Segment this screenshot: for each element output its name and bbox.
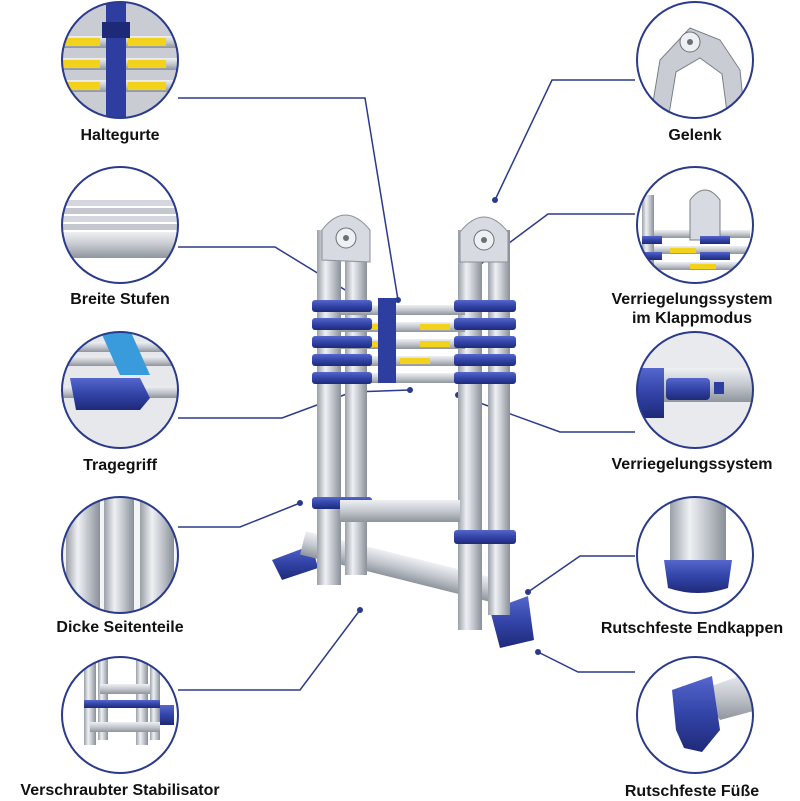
label-haltegurte: Haltegurte xyxy=(80,127,160,144)
klappmodus-detail-image xyxy=(636,166,754,284)
left-rail-inner xyxy=(345,230,367,575)
label-klappmodus-line1: Verriegelungssystem xyxy=(611,291,773,308)
verschraubter-stabilisator-detail-image xyxy=(61,656,179,774)
rutschfeste-fuesse-detail-image xyxy=(636,656,754,774)
leader-line-verriegelung xyxy=(457,394,635,433)
dicke-seitenteile-detail-image xyxy=(61,496,179,614)
tragegriff-detail-image xyxy=(61,331,179,449)
right-rail-outer xyxy=(488,230,510,615)
lower-step xyxy=(340,500,460,522)
label-klappmodus-line2: im Klappmodus xyxy=(631,310,752,327)
strap xyxy=(378,298,396,383)
leader-line-endkappen xyxy=(527,555,635,593)
label-rutschfeste-fuesse: Rutschfeste Füße xyxy=(624,783,760,800)
leader-line-fuesse xyxy=(537,651,635,673)
verriegelungssystem-detail-image xyxy=(636,331,754,449)
label-verriegelungssystem-klappmodus: Verriegelungssystem im Klappmodus xyxy=(612,290,773,328)
leader-line-gelenk xyxy=(494,79,635,201)
label-dicke-seitenteile: Dicke Seitenteile xyxy=(56,619,184,636)
leader-line-haltegurte xyxy=(178,97,399,301)
leader-line-dicke-seitenteile xyxy=(178,502,301,528)
label-tragegriff: Tragegriff xyxy=(83,457,157,474)
label-breite-stufen: Breite Stufen xyxy=(70,291,170,308)
haltegurte-detail-image xyxy=(61,1,179,119)
breite-stufen-detail-image xyxy=(61,166,179,284)
leader-line-tragegriff xyxy=(178,389,411,419)
leader-lines xyxy=(178,79,635,691)
left-rail-outer xyxy=(317,230,341,585)
label-verriegelungssystem: Verriegelungssystem xyxy=(611,456,773,473)
label-gelenk: Gelenk xyxy=(668,127,722,144)
right-rail-inner xyxy=(458,230,482,630)
gelenk-detail-image xyxy=(636,1,754,119)
rutschfeste-endkappen-detail-image xyxy=(636,496,754,614)
ladder-illustration xyxy=(272,214,534,648)
leader-line-stabilisator xyxy=(178,609,361,691)
label-verschraubter-stabilisator: Verschraubter Stabilisator xyxy=(20,782,220,799)
label-rutschfeste-endkappen: Rutschfeste Endkappen xyxy=(600,620,784,637)
